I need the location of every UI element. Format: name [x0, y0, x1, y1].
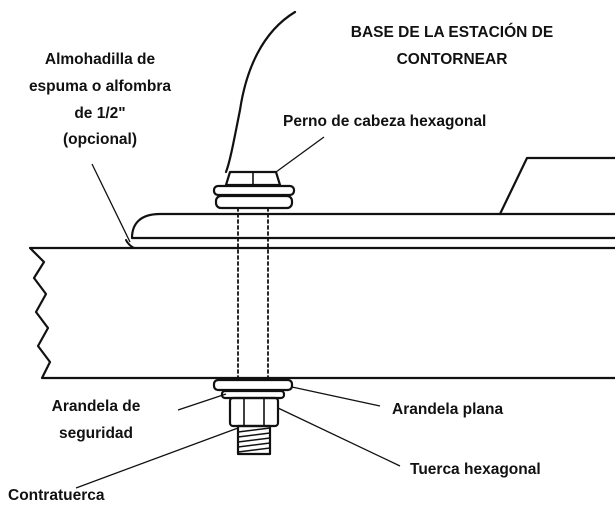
title-line-2: CONTORNEAR	[396, 51, 508, 68]
base-plate	[130, 212, 615, 240]
label-lock-washer-line-1: Arandela de	[51, 398, 141, 415]
table-slab	[28, 246, 615, 380]
bolt-threads	[237, 427, 271, 453]
leader-hex-nut	[277, 407, 401, 467]
flat-washer	[212, 378, 294, 392]
label-hex-bolt: Perno de cabeza hexagonal	[283, 113, 487, 130]
station-base-step	[498, 156, 615, 216]
jam-nut	[236, 424, 272, 456]
station-base-curve	[224, 10, 297, 174]
label-lock-washer-line-2: seguridad	[58, 425, 134, 442]
label-foam-pad-line-2: espuma o alfombra	[28, 78, 172, 95]
label-foam-pad-line-1: Almohadilla de	[44, 51, 156, 68]
leader-foam-pad	[91, 163, 131, 243]
label-foam-pad-line-3: de 1/2"	[74, 105, 126, 122]
leader-lock-washer	[177, 393, 227, 411]
leader-jam-nut	[75, 427, 239, 489]
title-line-1: BASE DE LA ESTACIÓN DE	[350, 24, 554, 41]
label-jam-nut: Contratuerca	[8, 487, 105, 504]
label-hex-nut: Tuerca hexagonal	[410, 461, 541, 478]
label-foam-pad-line-4: (opcional)	[62, 131, 138, 148]
leader-flat-washer	[291, 386, 381, 407]
leader-hex-bolt	[275, 136, 325, 173]
hex-nut	[228, 396, 280, 428]
bolt-top-washer	[212, 184, 296, 197]
label-flat-washer: Arandela plana	[392, 401, 504, 418]
